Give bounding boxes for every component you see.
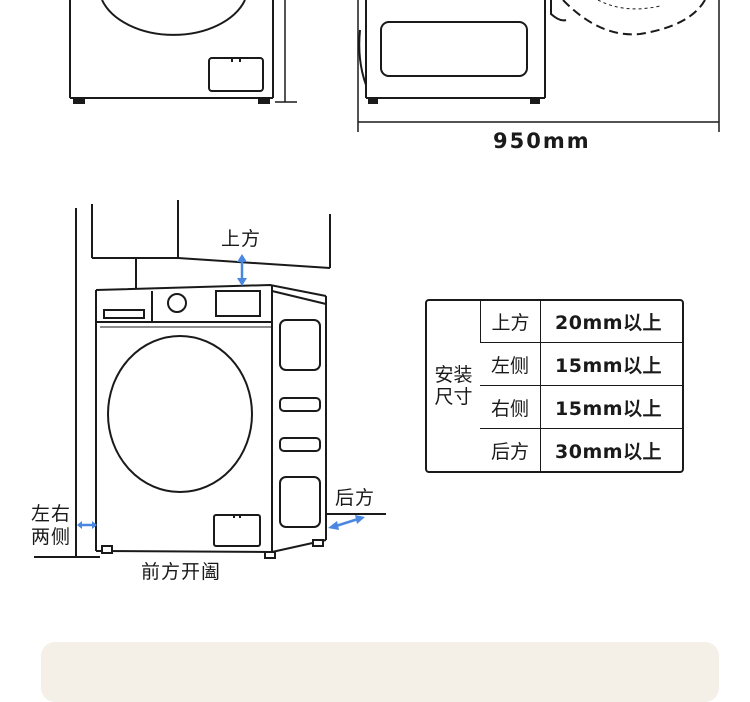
direction-cell: 右侧 (480, 385, 540, 428)
front-opening-label: 前方开阖 (141, 561, 222, 583)
footer-card (41, 642, 719, 702)
table-row: 右侧 15mm以上 (427, 385, 682, 429)
table-row: 后方 30mm以上 (427, 428, 682, 471)
installation-clearance-illustration (34, 200, 386, 559)
washer-front-view (69, 0, 297, 104)
back-clearance-arrow (335, 517, 359, 528)
sides-label-line1: 左右 (31, 503, 72, 525)
washer-side-view (357, 0, 720, 132)
value-cell: 15mm以上 (540, 342, 682, 386)
direction-cell: 左侧 (480, 342, 540, 385)
table-header-cell: 安装 尺寸 (427, 301, 480, 471)
clearance-arrows (77, 254, 365, 530)
sides-label-line2: 两侧 (31, 526, 72, 548)
value-cell: 30mm以上 (540, 428, 682, 471)
installation-diagram (34, 0, 720, 559)
top-label: 上方 (221, 228, 262, 250)
direction-cell: 上方 (480, 301, 540, 343)
value-cell: 15mm以上 (540, 385, 682, 429)
width-dimension-label: 950mm (493, 129, 591, 153)
table-row: 左侧 15mm以上 (427, 342, 682, 386)
value-cell: 20mm以上 (540, 301, 682, 343)
table-header-line1: 安装 (434, 364, 473, 386)
table-row: 安装 尺寸 上方 20mm以上 (427, 301, 682, 408)
direction-cell: 后方 (480, 428, 540, 471)
clearance-table: 安装 尺寸 上方 20mm以上 左侧 15mm以上 右侧 15mm以上 后方 3… (425, 299, 684, 473)
table-header-line2: 尺寸 (434, 386, 473, 408)
back-label: 后方 (335, 487, 376, 509)
